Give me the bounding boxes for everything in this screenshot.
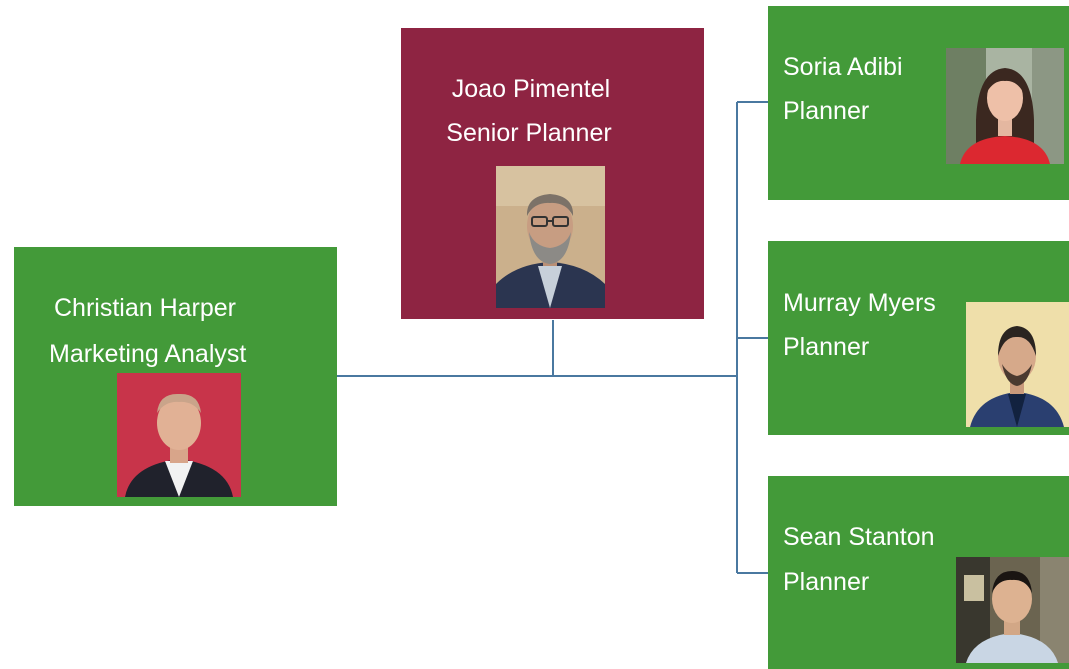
planner-title: Planner <box>783 97 870 125</box>
person-photo-icon <box>117 373 241 497</box>
analyst-name: Christian Harper <box>54 294 237 322</box>
planner-title: Planner <box>783 568 870 596</box>
analyst-card: Christian Harper Marketing Analyst <box>14 247 337 506</box>
person-photo-icon <box>956 557 1069 663</box>
planner-card-murray-myers: Murray Myers Planner <box>768 241 1069 435</box>
planner-name: Murray Myers <box>783 289 936 317</box>
manager-name: Joao Pimentel <box>451 75 611 103</box>
planner-name: Sean Stanton <box>783 523 935 551</box>
manager-title: Senior Planner <box>446 119 612 147</box>
person-photo-icon <box>966 302 1069 427</box>
person-photo-icon <box>496 166 605 308</box>
planner-card-soria-adibi: Soria Adibi Planner <box>768 6 1069 200</box>
analyst-title: Marketing Analyst <box>49 340 247 368</box>
planner-name: Soria Adibi <box>783 53 903 81</box>
manager-card: Joao Pimentel Senior Planner <box>401 28 704 319</box>
planner-title: Planner <box>783 333 870 361</box>
planner-card-sean-stanton: Sean Stanton Planner <box>768 476 1069 669</box>
person-photo-icon <box>946 48 1064 164</box>
